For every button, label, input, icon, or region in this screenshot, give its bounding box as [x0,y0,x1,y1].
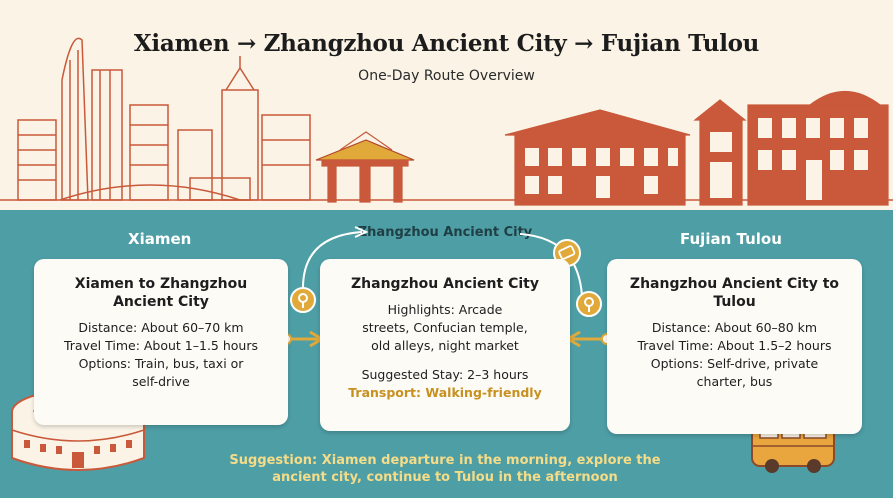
card-line: charter, bus [696,374,773,389]
card-xiamen-to-zhangzhou: Xiamen to Zhangzhou Ancient City Distanc… [34,259,288,425]
card-line: self-drive [132,374,190,389]
card-line: Options: Self-drive, private [650,356,819,371]
card-line: Distance: About 60–70 km [78,320,244,335]
card-line: Distance: About 60–80 km [651,320,818,335]
transport-note: Transport: Walking-friendly [348,385,542,400]
card-title: Zhangzhou Ancient City [351,276,539,292]
section-label-tulou: Fujian Tulou [680,230,782,248]
suggestion-text: Suggestion: Xiamen departure in the morn… [229,453,661,485]
card-line: Highlights: Arcade [387,302,503,317]
page-title: Xiamen → Zhangzhou Ancient City → Fujian… [133,30,760,57]
card-title: Xiamen to Zhangzhou Ancient City [74,276,248,310]
skyline-illustration [0,37,893,206]
card-zhangzhou: Zhangzhou Ancient City Highlights: Arcad… [320,259,570,431]
card-line: old alleys, night market [371,338,519,353]
section-label-zhangzhou: Zhangzhou Ancient City [357,225,533,240]
card-line: streets, Confucian temple, [362,320,528,335]
card-line: Options: Train, bus, taxi or [78,356,244,371]
page-subtitle: One-Day Route Overview [358,68,535,84]
header-band [0,0,893,212]
card-title: Zhangzhou Ancient City to Tulou [629,276,840,310]
section-label-xiamen: Xiamen [128,230,192,248]
card-zhangzhou-to-tulou: Zhangzhou Ancient City to Tulou Distance… [607,259,862,434]
card-line: Travel Time: About 1.5–2 hours [637,338,832,353]
suggested-stay: Suggested Stay: 2–3 hours [361,367,529,382]
location-pin-icon [576,291,602,317]
location-pin-icon [290,287,316,313]
card-line: Travel Time: About 1–1.5 hours [63,338,259,353]
